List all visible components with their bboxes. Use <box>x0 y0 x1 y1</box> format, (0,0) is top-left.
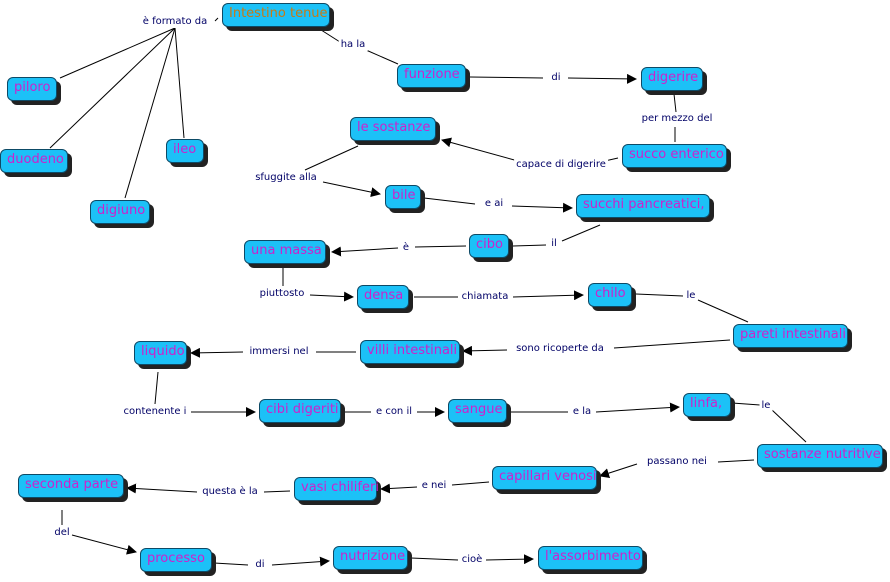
connector-line-43 <box>263 490 291 493</box>
link-passano-nei: passano nei <box>645 456 709 468</box>
link-e-ai: e ai <box>482 198 506 210</box>
concept-processo[interactable]: processo <box>140 548 212 572</box>
link-ha-la: ha la <box>338 39 368 51</box>
link-e-formato-da: è formato da <box>140 16 210 28</box>
connector-line-2 <box>49 27 176 149</box>
connector-line-37 <box>731 402 761 406</box>
connector-line-40 <box>599 463 638 478</box>
connector-line-14 <box>322 181 381 198</box>
concept-sostanze-nutritive[interactable]: sostanze nutritive <box>757 444 883 468</box>
concept-bile[interactable]: bile <box>385 185 421 209</box>
link-questa-e-la: questa è la <box>200 486 260 498</box>
connector-line-17 <box>561 224 601 242</box>
connector-line-9 <box>673 93 677 113</box>
concept-ileo[interactable]: ileo <box>166 139 204 163</box>
link-cioe: cioè <box>459 554 485 566</box>
connector-line-49 <box>410 557 459 561</box>
connector-line-46 <box>71 534 137 555</box>
connector-line-19 <box>414 245 467 248</box>
connector-line-6 <box>365 49 399 65</box>
link-il: il <box>549 238 559 250</box>
connector-line-28 <box>462 345 508 356</box>
link-di-digerire: di <box>549 72 563 84</box>
concept-funzione[interactable]: funzione <box>397 64 466 88</box>
connector-line-18 <box>512 244 547 247</box>
connector-line-38 <box>771 409 807 443</box>
concept-succo-enterico[interactable]: succo enterico <box>622 144 727 168</box>
link-contenente-i: contenente i <box>121 406 189 418</box>
connector-line-3 <box>124 27 176 199</box>
concept-duodeno[interactable]: duodeno <box>0 149 68 173</box>
link-e-la: e la <box>570 406 594 418</box>
concept-assorbimento[interactable]: l'assorbimento <box>538 546 643 570</box>
concept-villi-intestinali[interactable]: villi intestinali <box>360 340 460 364</box>
connector-line-24 <box>512 290 584 301</box>
connector-line-39 <box>717 459 755 463</box>
connector-line-44 <box>126 483 198 494</box>
concept-sangue[interactable]: sangue <box>448 399 507 423</box>
concept-vasi-chiliferi[interactable]: vasi chiliferi <box>294 477 379 501</box>
connector-line-20 <box>331 246 399 257</box>
link-e-con-il: e con il <box>373 406 415 418</box>
concept-pareti-intestinali[interactable]: pareti intestinali <box>733 324 848 348</box>
link-sono-ricoperte-da: sono ricoperte da <box>514 343 606 355</box>
connector-line-7 <box>469 76 544 79</box>
connector-line-16 <box>511 202 573 213</box>
concept-chilo[interactable]: chilo <box>588 283 632 307</box>
concept-intestino-tenue[interactable]: Intestino tenue <box>222 3 330 27</box>
connector-line-8 <box>567 73 637 84</box>
connector-line-36 <box>595 402 680 413</box>
connector-line-12 <box>441 137 519 162</box>
link-immersi-nel: immersi nel <box>247 346 311 358</box>
link-sfuggite-alla: sfuggite alla <box>253 172 319 184</box>
concept-cibo[interactable]: cibo <box>469 234 509 258</box>
link-chiamata: chiamata <box>459 291 511 303</box>
connector-line-48 <box>271 556 330 567</box>
concept-densa[interactable]: densa <box>357 285 409 309</box>
link-e: è <box>400 242 412 254</box>
concept-seconda-parte[interactable]: seconda parte <box>18 474 124 498</box>
connector-line-5 <box>317 27 341 43</box>
connector-line-0 <box>214 17 219 22</box>
connector-line-1 <box>59 27 176 79</box>
connector-line-42 <box>380 483 418 494</box>
connector-line-15 <box>423 197 476 205</box>
concept-digiuno[interactable]: digiuno <box>90 200 150 224</box>
connector-line-26 <box>697 299 749 323</box>
connector-line-22 <box>309 291 354 302</box>
connector-line-25 <box>635 293 684 297</box>
concept-le-sostanze[interactable]: le sostanze <box>350 117 436 141</box>
connector-line-41 <box>451 481 490 486</box>
link-piuttosto: piuttosto <box>257 288 307 300</box>
concept-linfa[interactable]: linfa, <box>683 393 731 417</box>
connector-line-31 <box>154 371 159 405</box>
connector-line-47 <box>213 562 249 566</box>
link-per-mezzo-del: per mezzo del <box>639 113 715 125</box>
link-le-sostanze-nutritive: le <box>759 400 773 412</box>
connector-line-13 <box>304 145 359 171</box>
link-capace-di-digerire: capace di digerire <box>514 159 608 171</box>
connector-line-4 <box>174 27 185 139</box>
concept-cibi-digeriti[interactable]: cibi digeriti <box>259 399 341 423</box>
connector-line-50 <box>485 554 534 565</box>
link-e-nei: e nei <box>419 480 449 492</box>
concept-nutrizione[interactable]: nutrizione <box>333 546 408 570</box>
concept-una-massa[interactable]: una massa <box>244 240 326 264</box>
link-le-pareti: le <box>684 290 698 302</box>
concept-piloro[interactable]: piloro <box>7 77 57 101</box>
concept-liquido[interactable]: liquido <box>134 341 187 365</box>
connector-line-30 <box>190 347 244 358</box>
link-del: del <box>52 527 72 539</box>
concept-digerire[interactable]: digerire <box>641 67 703 91</box>
concept-succhi-pancreatici[interactable]: succhi pancreatici, <box>576 194 710 218</box>
concept-capillari-venosi[interactable]: capillari venosi <box>492 466 597 490</box>
link-di-nutrizione: di <box>253 559 267 571</box>
connector-line-27 <box>613 339 731 349</box>
